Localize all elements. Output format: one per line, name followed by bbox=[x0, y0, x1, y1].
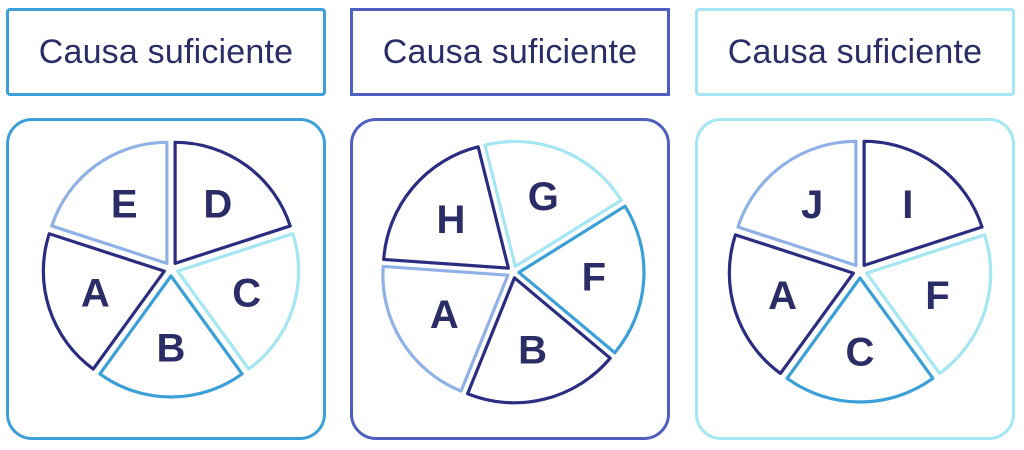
pie-slice-label: C bbox=[846, 330, 875, 374]
pie-slice-f bbox=[865, 233, 993, 376]
panel-title-box: Causa suficiente bbox=[350, 8, 670, 96]
pie-slice-label: J bbox=[801, 183, 823, 227]
panel-title: Causa suficiente bbox=[38, 32, 294, 71]
pie-slice-b bbox=[98, 274, 244, 399]
pie-slice-label: G bbox=[528, 175, 559, 219]
pie-slice-label: F bbox=[925, 274, 949, 318]
pie-slice-label: A bbox=[81, 272, 110, 316]
pie-slice-d bbox=[173, 140, 292, 265]
pie-box: E D C B A bbox=[6, 118, 326, 440]
pie-slice-label: B bbox=[518, 329, 547, 373]
pie-slice-a bbox=[727, 233, 855, 376]
panel-title: Causa suficiente bbox=[727, 32, 983, 71]
pie-slice-i bbox=[862, 139, 984, 267]
pie-slice-c bbox=[785, 276, 935, 404]
causal-pie: H GFB A bbox=[381, 139, 646, 405]
pie-slice-j bbox=[736, 139, 858, 267]
pie-slice-a bbox=[41, 232, 166, 371]
pie-slice-c bbox=[176, 232, 301, 371]
pie-slice-label: F bbox=[582, 256, 606, 300]
pie-slice-e bbox=[50, 140, 169, 265]
panel-title: Causa suficiente bbox=[382, 32, 638, 71]
pie-slice-a bbox=[381, 264, 510, 393]
pie-box: J I F C A bbox=[695, 118, 1015, 440]
pie-slice-f bbox=[517, 204, 646, 355]
causal-pie: E D C B A bbox=[41, 140, 301, 399]
pie-slice-g bbox=[483, 139, 623, 269]
pie-slice-label: B bbox=[157, 327, 186, 371]
sufficient-cause-panel-1: Causa suficiente E D C B A bbox=[6, 0, 326, 450]
panel-title-box: Causa suficiente bbox=[695, 8, 1015, 96]
sufficient-cause-panel-3: Causa suficiente J I F C A bbox=[695, 0, 1015, 450]
causal-pie: J I F C A bbox=[727, 139, 993, 404]
pie-slice-label: H bbox=[437, 198, 466, 242]
pie-slice-label: C bbox=[232, 272, 261, 316]
panel-title-box: Causa suficiente bbox=[6, 8, 326, 96]
pie-slice-h bbox=[382, 145, 511, 270]
pie-slice-label: D bbox=[203, 183, 232, 227]
pie-slice-label: A bbox=[768, 274, 797, 318]
pie-slice-b bbox=[466, 276, 612, 405]
pie-slice-label: A bbox=[430, 293, 459, 337]
pie-slice-label: E bbox=[111, 183, 138, 227]
pie-slice-label: I bbox=[902, 183, 913, 227]
